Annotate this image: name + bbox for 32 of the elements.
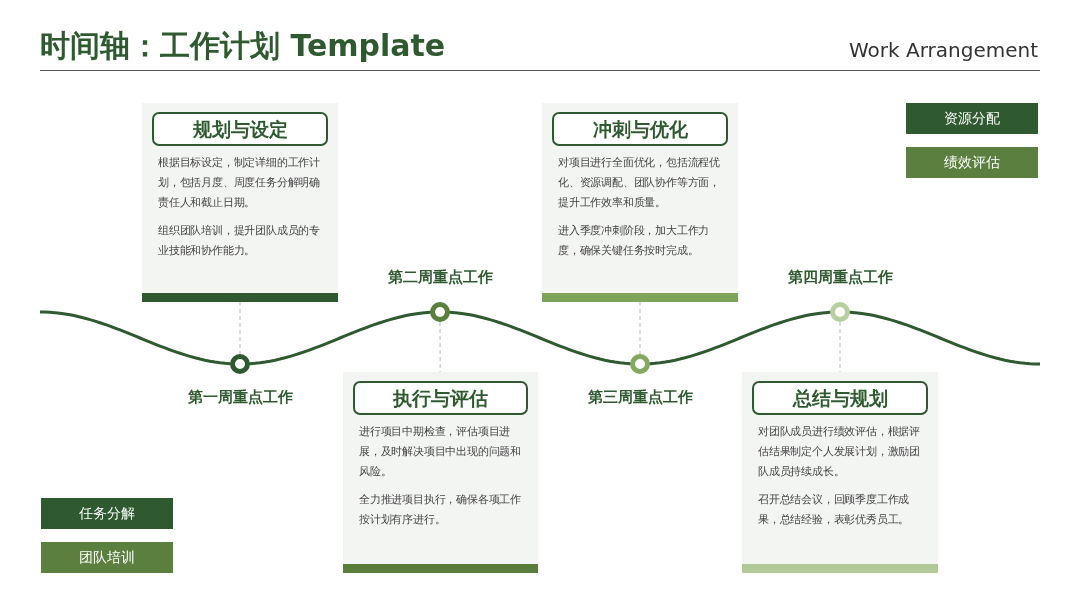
card bbox=[542, 103, 738, 302]
week-label: 第三周重点工作 bbox=[586, 388, 694, 407]
card-heading: 规划与设定 bbox=[152, 112, 328, 146]
card bbox=[142, 103, 338, 302]
week-label: 第二周重点工作 bbox=[386, 268, 494, 287]
week-label: 第四周重点工作 bbox=[786, 268, 894, 287]
subtitle: Work Arrangement bbox=[849, 38, 1038, 62]
title: 时间轴：工作计划 Template bbox=[40, 27, 446, 65]
leader-line bbox=[639, 301, 641, 355]
label-button: 任务分解 bbox=[41, 498, 173, 529]
leader-line bbox=[239, 301, 241, 355]
card-heading: 冲刺与优化 bbox=[552, 112, 728, 146]
label-button: 团队培训 bbox=[41, 542, 173, 573]
circle-marker bbox=[630, 354, 650, 374]
card-text: 对项目进行全面优化，包括流程优化、资源调配、团队协作等方面，提升工作效率和质量。 bbox=[558, 155, 721, 211]
card-heading: 执行与评估 bbox=[353, 381, 528, 415]
circle-marker bbox=[230, 354, 250, 374]
week-label: 第一周重点工作 bbox=[186, 388, 294, 407]
card bbox=[343, 372, 538, 573]
card-text: 进入季度冲刺阶段，加大工作力度，确保关键任务按时完成。 bbox=[558, 223, 711, 259]
circle-marker bbox=[830, 302, 850, 322]
card-text: 全力推进项目执行，确保各项工作按计划有序进行。 bbox=[359, 492, 522, 528]
card-text: 根据目标设定，制定详细的工作计划，包括月度、周度任务分解明确责任人和截止日期。 bbox=[158, 155, 321, 211]
circle-marker bbox=[430, 302, 450, 322]
card-text: 进行项目中期检查，评估项目进展，及时解决项目中出现的问题和风险。 bbox=[359, 424, 522, 480]
card bbox=[742, 372, 938, 573]
card-text: 组织团队培训，提升团队成员的专业技能和协作能力。 bbox=[158, 223, 321, 259]
label-button: 资源分配 bbox=[906, 103, 1038, 134]
label-button: 绩效评估 bbox=[906, 147, 1038, 178]
card-heading: 总结与规划 bbox=[752, 381, 928, 415]
card-text: 对团队成员进行绩效评估，根据评估结果制定个人发展计划，激励团队成员持续成长。 bbox=[758, 424, 921, 480]
card-text: 召开总结会议，回顾季度工作成果，总结经验，表彰优秀员工。 bbox=[758, 492, 911, 528]
